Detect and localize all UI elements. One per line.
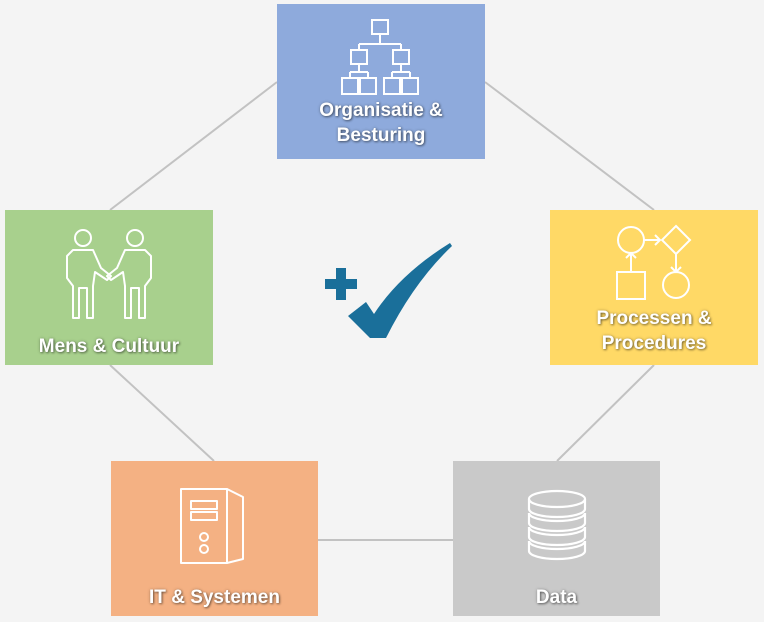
org-chart-icon bbox=[341, 19, 419, 95]
connector-org-proc bbox=[484, 81, 655, 211]
box-label: Mens & Cultuur bbox=[38, 336, 180, 357]
connector-mens-it bbox=[109, 364, 215, 462]
box-organisatie-besturing: Organisatie & Besturing bbox=[277, 4, 485, 159]
box-processen-procedures: Processen & Procedures bbox=[550, 210, 758, 365]
connector-org-mens bbox=[109, 81, 278, 211]
box-mens-cultuur: Mens & Cultuur bbox=[5, 210, 213, 365]
box-label: Processen & Procedures bbox=[596, 308, 712, 354]
process-flow-icon bbox=[616, 224, 692, 300]
box-data: Data bbox=[453, 461, 660, 616]
connector-proc-data bbox=[556, 364, 655, 462]
box-label: Data bbox=[535, 587, 578, 608]
server-tower-icon bbox=[180, 488, 244, 564]
box-label: Organisatie & Besturing bbox=[319, 100, 443, 146]
box-it-systemen: IT & Systemen bbox=[111, 461, 318, 616]
box-label: IT & Systemen bbox=[149, 587, 280, 608]
database-icon bbox=[527, 489, 587, 561]
plus-checkmark-icon bbox=[325, 243, 452, 338]
handshake-people-icon bbox=[66, 229, 152, 319]
